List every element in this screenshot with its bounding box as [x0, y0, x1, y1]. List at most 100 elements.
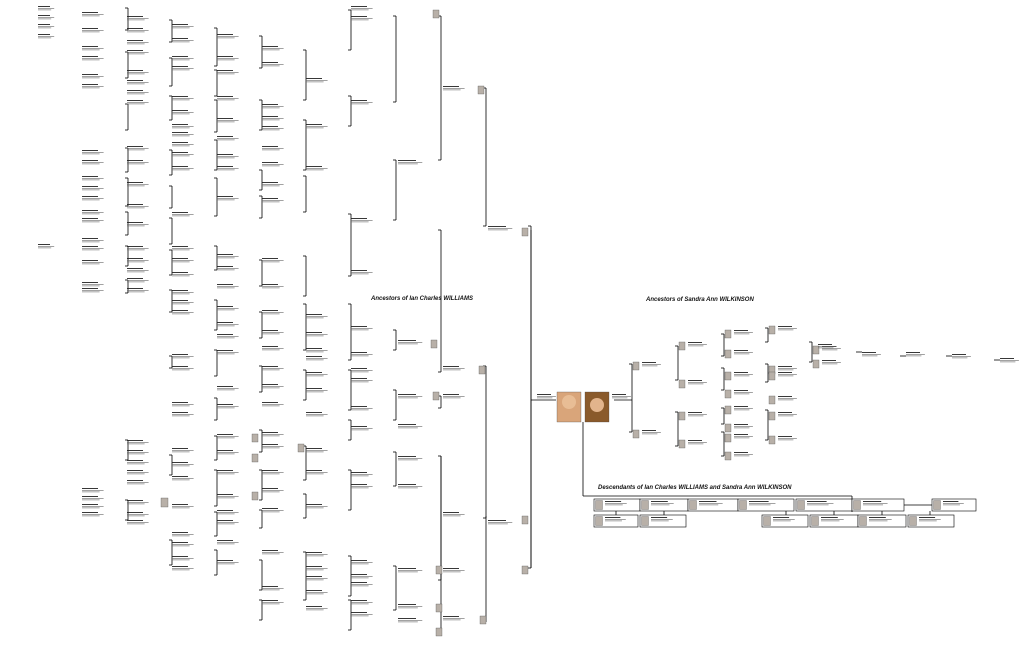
entry-name-mark — [443, 86, 459, 87]
entry-detail-mark — [306, 334, 328, 335]
entry-detail-mark — [127, 83, 145, 85]
entry-detail-mark — [734, 408, 753, 409]
person-photo-icon — [251, 491, 259, 501]
entry-detail-mark — [807, 503, 834, 504]
entry-name-mark — [778, 436, 792, 437]
entry-name-mark — [443, 394, 459, 395]
entry-detail-mark — [172, 451, 190, 453]
entry-name-mark — [172, 448, 188, 449]
entry-name-mark — [127, 50, 143, 51]
entry-detail-mark — [262, 447, 280, 449]
person-photo-icon — [724, 389, 732, 399]
entry-detail-mark — [734, 454, 753, 455]
entry-detail-mark — [172, 69, 190, 71]
entry-name-mark — [398, 160, 416, 161]
entry-detail-mark — [605, 519, 626, 520]
entry-detail-mark — [172, 313, 190, 315]
entry-name-mark — [127, 500, 143, 501]
entry-detail-mark — [351, 585, 369, 587]
entry-name-mark — [127, 16, 143, 17]
entry-detail-mark — [306, 555, 324, 557]
entry-detail-mark — [351, 8, 373, 9]
entry-name-mark — [127, 246, 143, 247]
entry-detail-mark — [217, 497, 235, 499]
entry-detail-mark — [262, 184, 284, 185]
entry-detail-mark — [306, 335, 324, 337]
entry-detail-mark — [351, 355, 369, 357]
person-photo-icon — [724, 451, 732, 461]
entry-detail-mark — [172, 507, 190, 509]
entry-detail-mark — [127, 43, 145, 45]
entry-name-mark — [1000, 358, 1014, 359]
entry-name-mark — [699, 501, 717, 502]
entry-detail-mark — [1000, 360, 1019, 361]
entry-detail-mark — [217, 472, 239, 473]
entry-name-mark — [217, 386, 233, 387]
person-photo-icon — [909, 516, 917, 526]
entry-detail-mark — [127, 72, 149, 73]
entry-detail-mark — [398, 487, 418, 489]
entry-detail-mark — [172, 145, 190, 147]
entry-name-mark — [443, 616, 459, 617]
entry-name-mark — [351, 16, 367, 17]
entry-detail-mark — [38, 18, 52, 20]
entry-detail-mark — [127, 148, 149, 149]
entry-detail-mark — [172, 169, 190, 171]
entry-detail-mark — [127, 473, 145, 475]
entry-detail-mark — [38, 36, 55, 37]
entry-detail-mark — [127, 53, 145, 55]
entry-detail-mark — [172, 144, 194, 145]
entry-detail-mark — [262, 49, 280, 51]
entry-detail-mark — [262, 510, 284, 511]
entry-detail-mark — [862, 354, 881, 355]
person-photo-icon — [768, 395, 776, 405]
entry-detail-mark — [172, 68, 194, 69]
entry-detail-mark — [127, 503, 145, 505]
entry-name-mark — [488, 520, 506, 521]
entry-detail-mark — [172, 98, 194, 99]
entry-detail-mark — [262, 473, 280, 475]
entry-name-mark — [306, 124, 322, 125]
entry-name-mark — [262, 402, 278, 403]
entry-name-mark — [612, 394, 626, 395]
entry-detail-mark — [306, 350, 328, 351]
entry-detail-mark — [651, 520, 669, 522]
person-photo-icon — [521, 565, 529, 575]
person-photo-icon — [432, 391, 440, 401]
entry-detail-mark — [127, 271, 145, 273]
entry-name-mark — [306, 388, 322, 389]
person-photo-icon — [768, 371, 776, 381]
entry-name-mark — [127, 160, 143, 161]
entry-detail-mark — [127, 162, 149, 163]
entry-name-mark — [127, 470, 143, 471]
entry-name-mark — [217, 166, 233, 167]
entry-detail-mark — [127, 19, 145, 21]
entry-detail-mark — [351, 370, 373, 371]
entry-detail-mark — [351, 9, 369, 11]
entry-detail-mark — [262, 332, 284, 333]
entry-name-mark — [127, 40, 143, 41]
entry-detail-mark — [172, 404, 194, 405]
entry-detail-mark — [351, 602, 373, 603]
entry-name-mark — [822, 360, 836, 361]
entry-detail-mark — [217, 198, 239, 199]
entry-name-mark — [398, 394, 416, 395]
entry-detail-mark — [306, 317, 324, 319]
entry-detail-mark — [38, 246, 55, 247]
entry-name-mark — [443, 568, 459, 569]
entry-name-mark — [262, 198, 278, 199]
entry-name-mark — [262, 384, 278, 385]
entry-detail-mark — [398, 162, 423, 163]
entry-name-mark — [306, 412, 322, 413]
entry-detail-mark — [398, 486, 423, 487]
entry-name-mark — [82, 282, 98, 283]
entry-detail-mark — [306, 473, 324, 475]
entry-detail-mark — [688, 345, 704, 347]
person-photo-icon — [477, 85, 485, 95]
entry-name-mark — [778, 412, 792, 413]
entry-detail-mark — [172, 506, 194, 507]
entry-detail-mark — [906, 354, 925, 355]
entry-name-mark — [82, 74, 98, 75]
entry-detail-mark — [217, 563, 235, 565]
